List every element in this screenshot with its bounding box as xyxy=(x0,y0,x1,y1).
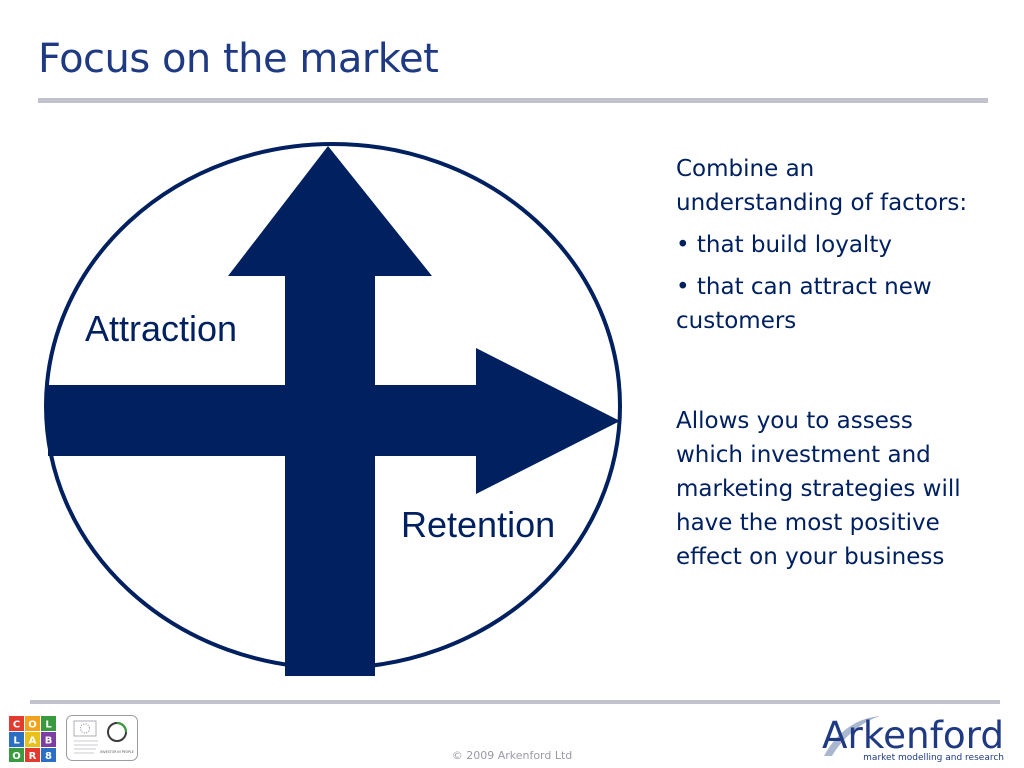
market-focus-diagram: Attraction Retention xyxy=(44,142,622,676)
collab-logo-tiles xyxy=(9,716,56,762)
eu-flag-icon xyxy=(73,720,97,737)
side-text: Combine an understanding of factors: • t… xyxy=(676,152,976,574)
collab-letter: C xyxy=(13,720,20,731)
attraction-label: Attraction xyxy=(85,308,237,349)
intro-text: Combine an understanding of factors: xyxy=(676,156,968,216)
investor-badge: INVESTOR IN PEOPLE xyxy=(66,715,138,761)
collab-logo: C O L L A B O R 8 xyxy=(9,716,56,762)
summary-text: Allows you to assess which investment an… xyxy=(676,408,961,570)
collab-letter: 8 xyxy=(45,751,52,762)
bullet-attract: • that can attract new customers xyxy=(676,274,932,334)
arkenford-swoosh-icon xyxy=(824,716,880,756)
copyright-notice: © 2009 Arkenford Ltd xyxy=(451,749,573,762)
collab-letter: O xyxy=(12,751,21,762)
vertical-arrow xyxy=(228,146,432,676)
collab-letter: A xyxy=(29,736,37,747)
arkenford-tagline: market modelling and research xyxy=(863,753,1004,763)
arkenford-wordmark: Arkenford xyxy=(822,714,1004,757)
footer-divider xyxy=(30,700,1000,704)
badge-text: INVESTOR IN PEOPLE xyxy=(100,750,134,754)
collab-letter: L xyxy=(45,720,52,731)
arkenford-logo: Arkenford market modelling and research xyxy=(822,714,1004,763)
bullet-loyalty: • that build loyalty xyxy=(676,232,892,258)
fine-print-lines xyxy=(74,740,98,754)
collab-letter: L xyxy=(13,736,20,747)
title-divider xyxy=(38,98,988,103)
investor-in-people-icon xyxy=(107,721,128,742)
collab-letter: O xyxy=(28,720,37,731)
collab-letter: R xyxy=(29,751,37,762)
retention-label: Retention xyxy=(401,504,555,545)
slide-title: Focus on the market xyxy=(38,36,439,82)
collab-letter: B xyxy=(45,736,53,747)
